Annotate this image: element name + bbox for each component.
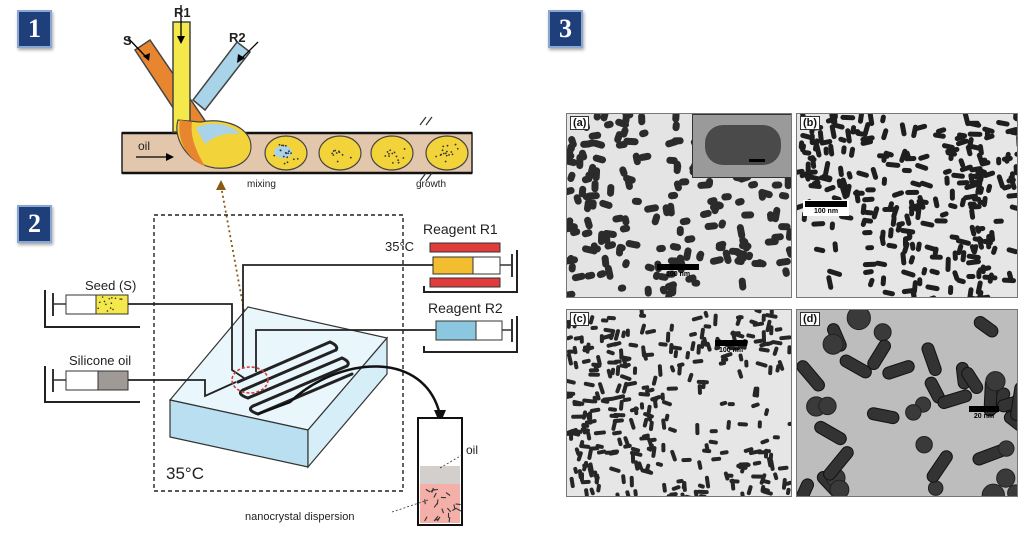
label-silicone-oil: Silicone oil: [69, 353, 131, 368]
droplet-schematic: R1 S R2 oil mixing growth: [121, 5, 473, 190]
tem-panel-d: (d) 20 nm: [796, 309, 1018, 497]
syringe-silicone-fluid: [97, 370, 129, 391]
tem-label-b: (b): [800, 116, 821, 130]
droplet-4: [425, 135, 469, 171]
label-reagent-r2: Reagent R2: [428, 300, 503, 316]
label-mixing: mixing: [247, 179, 276, 190]
outlet-tube: [257, 365, 442, 416]
setup-schematic: Reagent R1 35°C Reagent R2 Seed (S) Sili…: [44, 214, 518, 526]
label-vial-oil: oil: [466, 443, 478, 457]
tem-label-d: (d): [800, 312, 821, 326]
label-reagent-r1: Reagent R1: [423, 221, 498, 237]
heater-bottom: [429, 277, 501, 288]
badge-2: 2: [17, 205, 52, 243]
tem-scalebar-b: 100 nm: [803, 200, 849, 216]
label-nanocrystal-dispersion: nanocrystal dispersion: [245, 511, 354, 523]
heated-zone: [153, 214, 404, 492]
syringe-r2-fluid: [435, 320, 477, 341]
label-seed: Seed (S): [85, 278, 136, 293]
label-oil-channel: oil: [138, 139, 150, 153]
label-s: S: [123, 33, 132, 48]
tem-panel-a: (a) 100 nm: [566, 113, 792, 298]
tem-label-c: (c): [570, 312, 590, 326]
label-temp-heater: 35°C: [385, 239, 414, 254]
tem-scale-d-text: 20 nm: [973, 413, 995, 420]
tem-label-a: (a): [570, 116, 590, 130]
badge-1: 1: [17, 10, 52, 48]
tem-image-d: [797, 310, 1017, 496]
label-temp-chip: 35°C: [166, 464, 204, 483]
tem-panel-c: (c) 100 nm: [566, 309, 792, 497]
badge-3-text: 3: [559, 14, 572, 43]
tem-inset: [692, 114, 791, 178]
label-r2: R2: [229, 30, 246, 45]
r2-inlet: [191, 40, 252, 112]
heater-top: [429, 242, 501, 253]
junction-highlight: [231, 366, 269, 394]
label-growth: growth: [416, 179, 446, 190]
tem-scale-a-text: 100 nm: [665, 271, 691, 278]
syringe-r1-fluid: [432, 256, 474, 275]
badge-2-text: 2: [28, 209, 41, 238]
badge-3: 3: [548, 10, 583, 48]
microfluidic-diagram: R1 S R2 oil mixing growth: [44, 5, 518, 526]
tem-scalebar-c: 100 nm: [715, 340, 747, 354]
droplet-2: [318, 135, 362, 171]
tem-scale-c-text: 100 nm: [718, 347, 744, 354]
badge-1-text: 1: [28, 14, 41, 43]
tem-panel-b: (b) 100 nm: [796, 113, 1018, 298]
label-r1: R1: [174, 5, 191, 20]
tem-scalebar-d: 20 nm: [969, 406, 999, 420]
tem-image-c: [567, 310, 791, 496]
tem-scale-b-text: 100 nm: [813, 208, 839, 215]
tem-scalebar-a: 100 nm: [657, 264, 699, 278]
